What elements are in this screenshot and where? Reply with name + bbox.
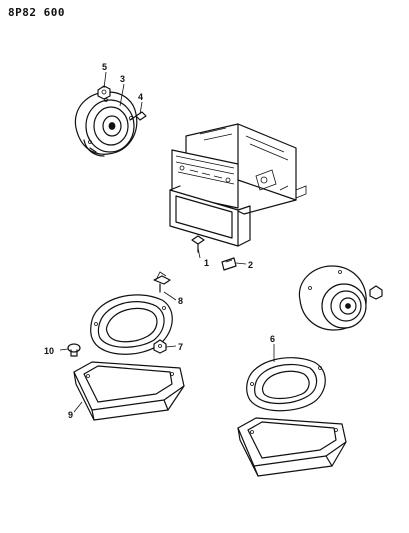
callout-2: 2 (248, 260, 253, 270)
callout-8: 8 (178, 296, 183, 306)
clip-part-2 (221, 257, 237, 271)
leader-lines (59, 71, 275, 413)
callout-9: 9 (68, 410, 73, 420)
callout-6: 6 (270, 334, 275, 344)
speaker-enclosure-left (73, 361, 185, 421)
callout-4: 4 (138, 92, 143, 102)
round-speaker-upper (74, 91, 138, 157)
oval-speaker-right (246, 357, 326, 412)
callout-3: 3 (120, 74, 125, 84)
round-speaker-right (298, 265, 367, 331)
callout-7: 7 (178, 342, 183, 352)
radio-head-unit (169, 123, 307, 247)
diagram-code: 8P82 600 (8, 6, 65, 19)
callout-10: 10 (44, 346, 54, 356)
nut-right-speaker (369, 285, 383, 300)
callout-1: 1 (204, 258, 209, 268)
speaker-enclosure-right (237, 417, 347, 477)
nut-part-7 (153, 339, 167, 354)
callout-5: 5 (102, 62, 107, 72)
plug-part-10 (67, 343, 81, 357)
bracket-part-8 (153, 271, 171, 293)
